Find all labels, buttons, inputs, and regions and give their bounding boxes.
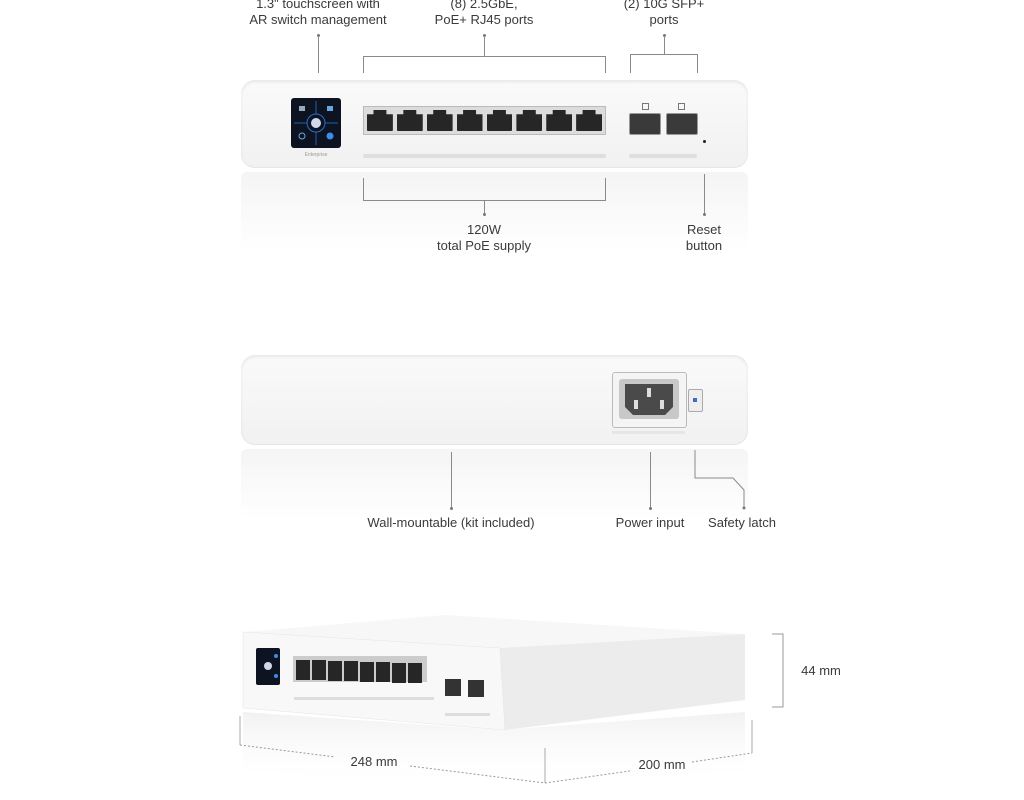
callout-dot bbox=[483, 213, 486, 216]
poe-label-line1: 120W bbox=[467, 222, 501, 237]
reset-label-line1: Reset bbox=[687, 222, 721, 237]
sfp-label-bar bbox=[629, 154, 697, 158]
rj45-port-3[interactable] bbox=[426, 110, 453, 131]
callout-line bbox=[484, 36, 485, 56]
reset-label-line2: button bbox=[685, 238, 723, 253]
rj45-port-4[interactable] bbox=[456, 110, 483, 131]
callout-dot bbox=[649, 507, 652, 510]
callout-line bbox=[318, 36, 319, 73]
touchscreen-ui-icon bbox=[294, 101, 338, 145]
sfp-port-2[interactable] bbox=[666, 113, 698, 135]
sfp-led-1 bbox=[642, 103, 649, 110]
callout-line bbox=[363, 178, 364, 200]
port-label-bar bbox=[363, 154, 606, 158]
wall-mount-label: Wall-mountable (kit included) bbox=[367, 515, 535, 530]
callout-line bbox=[664, 36, 665, 54]
poe-label-line2: total PoE supply bbox=[437, 238, 531, 253]
rj45-port-1[interactable] bbox=[367, 110, 393, 131]
rj45-port-5[interactable] bbox=[486, 110, 513, 131]
power-inlet[interactable] bbox=[612, 372, 687, 428]
sfp-label-line1: (2) 10G SFP+ bbox=[623, 0, 705, 11]
callout-line bbox=[605, 178, 606, 200]
callout-dot bbox=[483, 34, 486, 37]
rating-text-bar bbox=[612, 431, 685, 434]
rj45-port-6[interactable] bbox=[516, 110, 543, 131]
callout-bracket bbox=[363, 56, 606, 57]
rj45-port-2[interactable] bbox=[396, 110, 423, 131]
rj45-port-7[interactable] bbox=[546, 110, 573, 131]
brand-text: Enterprise bbox=[304, 152, 328, 158]
callout-dot bbox=[317, 34, 320, 37]
safety-latch-label: Safety latch bbox=[708, 515, 776, 530]
callout-dot bbox=[450, 507, 453, 510]
latch-indicator bbox=[693, 398, 697, 402]
callout-dot bbox=[703, 213, 706, 216]
callout-dot bbox=[663, 34, 666, 37]
callout-line bbox=[363, 56, 364, 73]
depth-dimension: 200 mm bbox=[638, 757, 686, 772]
callout-line bbox=[630, 54, 631, 73]
callout-line bbox=[704, 174, 705, 214]
power-inlet-frame bbox=[619, 379, 679, 419]
sfp-led-2 bbox=[678, 103, 685, 110]
reset-label: Reset button bbox=[686, 222, 722, 254]
callout-line bbox=[605, 56, 606, 73]
callout-line bbox=[484, 200, 485, 214]
rj45-port-group bbox=[363, 106, 606, 135]
callout-line bbox=[650, 452, 651, 508]
sfp-label-line2: ports bbox=[649, 12, 679, 27]
c14-socket-icon bbox=[625, 384, 673, 415]
touchscreen-label-line2: AR switch management bbox=[249, 12, 387, 27]
reflection bbox=[241, 449, 748, 519]
poe-supply-label: 120W total PoE supply bbox=[437, 222, 531, 254]
width-dimension: 248 mm bbox=[350, 754, 398, 769]
safety-latch[interactable] bbox=[688, 389, 703, 412]
rj45-port-8[interactable] bbox=[576, 110, 602, 131]
callout-line bbox=[451, 452, 452, 508]
power-input-label: Power input bbox=[615, 515, 685, 530]
rj45-label-line2: PoE+ RJ45 ports bbox=[434, 12, 534, 27]
height-dimension: 44 mm bbox=[801, 663, 841, 678]
callout-bracket bbox=[630, 54, 698, 55]
rj45-label-line1: (8) 2.5GbE, bbox=[450, 0, 518, 11]
reset-button[interactable] bbox=[703, 140, 706, 143]
touchscreen-label-line1: 1.3" touchscreen with bbox=[256, 0, 380, 11]
callout-line bbox=[697, 54, 698, 73]
sfp-ports-label: (2) 10G SFP+ ports bbox=[624, 0, 705, 28]
touchscreen[interactable] bbox=[291, 98, 341, 148]
rj45-ports-label: (8) 2.5GbE, PoE+ RJ45 ports bbox=[435, 0, 534, 28]
touchscreen-label: 1.3" touchscreen with AR switch manageme… bbox=[249, 0, 386, 28]
reflection bbox=[241, 172, 748, 252]
sfp-port-1[interactable] bbox=[629, 113, 661, 135]
